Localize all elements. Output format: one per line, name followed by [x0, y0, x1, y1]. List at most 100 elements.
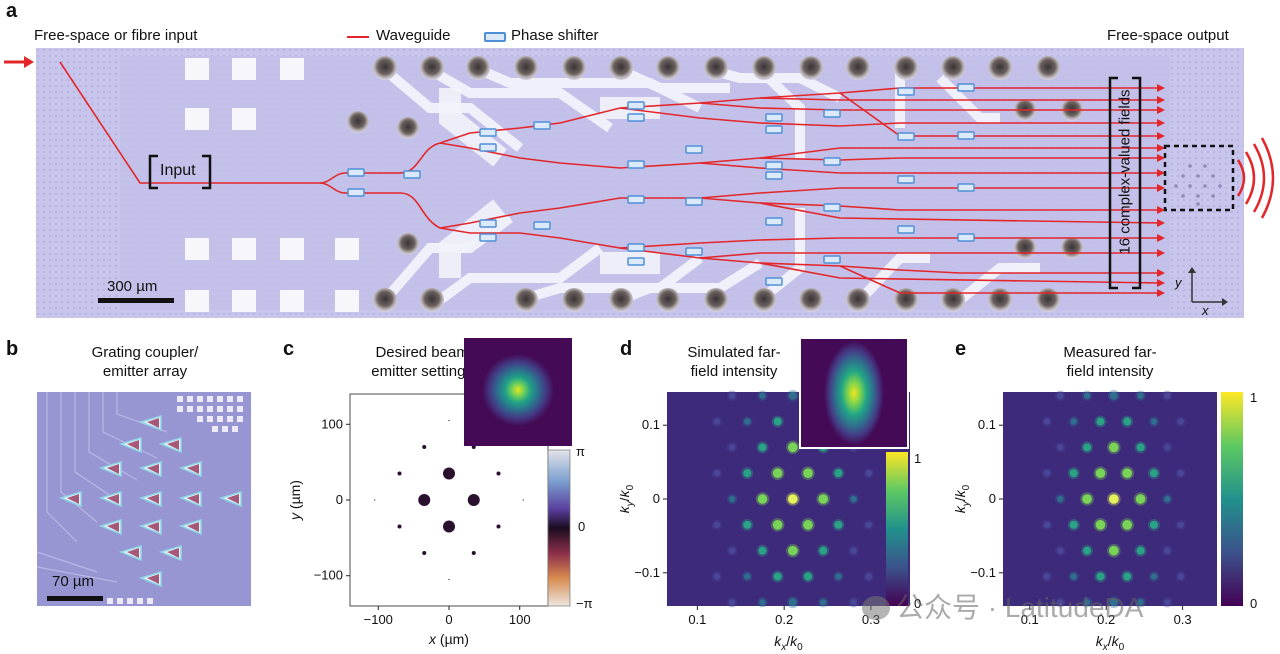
e-spot: [1164, 444, 1171, 451]
scale-bar-a-label: 300 µm: [107, 278, 158, 295]
input-bracket: [148, 154, 212, 190]
wechat-icon: [862, 596, 890, 620]
e-spot: [1137, 599, 1144, 606]
input-box-label: Input: [160, 162, 196, 179]
scale-bar-b-line: [47, 596, 103, 601]
e-spot: [1057, 495, 1064, 503]
c-emitter-point: [467, 494, 480, 506]
c-emitter-point: [397, 524, 402, 529]
c-emitter-point: [374, 499, 376, 501]
simulated-colorbar-bottom: 0: [914, 596, 922, 611]
c-emitter-point: [471, 551, 476, 555]
panel-a-letter: a: [6, 0, 18, 22]
e-xtick-label: 0.2: [1097, 612, 1115, 627]
e-spot: [1083, 443, 1092, 452]
c-ytick-label: 100: [321, 416, 343, 431]
d-spot: [728, 495, 736, 503]
d-spot: [713, 573, 721, 580]
emitter-array-micrograph: [37, 392, 251, 606]
e-spot: [1177, 521, 1184, 529]
e-spot: [1096, 572, 1105, 581]
e-spot: [1095, 520, 1106, 530]
e-spot: [1057, 392, 1064, 399]
e-spot: [1043, 573, 1051, 580]
output-arrows: [1157, 84, 1165, 297]
d-xtick-label: 0.1: [688, 612, 706, 627]
e-xtick-label: 0.3: [1174, 612, 1192, 627]
chip-photo: [4, 48, 1275, 318]
d-spot: [788, 391, 797, 400]
e-spot: [1109, 391, 1118, 400]
d-spot: [788, 598, 797, 607]
measured-colorbar-bottom: 0: [1250, 596, 1258, 611]
d-xtick-label: 0.2: [775, 612, 793, 627]
c-emitter-point: [496, 524, 501, 529]
d-spot: [744, 573, 751, 580]
e-spot: [1057, 547, 1064, 554]
d-xlabel: kx/k0: [774, 633, 803, 653]
e-spot: [1164, 392, 1171, 399]
d-spot: [713, 521, 721, 529]
e-spot: [1096, 417, 1105, 426]
c-emitter-point: [522, 499, 524, 501]
c-xtick-label: 100: [509, 612, 531, 627]
axis-y-label: y: [1175, 275, 1182, 290]
c-emitter-point: [448, 578, 450, 581]
phase-colorbar-top: π: [576, 444, 585, 459]
e-spot: [1043, 521, 1051, 529]
e-spot: [1109, 545, 1119, 556]
e-spot: [1149, 469, 1158, 478]
fields-label: 16 complex-valued fields: [1116, 89, 1134, 255]
panel-e-title: Measured far- field intensity: [1030, 343, 1190, 381]
e-spot: [1109, 598, 1118, 607]
e-spot: [1136, 546, 1145, 555]
d-spot: [728, 547, 736, 554]
e-xtick-label: 0.1: [1021, 612, 1039, 627]
d-spot: [819, 546, 828, 555]
bond-pads-top: [347, 56, 1083, 139]
d-spot: [773, 572, 782, 581]
d-ylabel: ky/k0: [620, 484, 636, 513]
d-spot: [834, 469, 843, 478]
d-spot: [788, 494, 798, 504]
d-spot: [772, 468, 783, 478]
d-spot: [757, 494, 768, 504]
waveguide-tree: [59, 61, 1161, 294]
e-ytick-label: 0: [989, 491, 996, 506]
d-spot: [803, 520, 813, 530]
c-emitter-point: [448, 419, 450, 422]
panel-b-letter: b: [6, 338, 19, 360]
d-spot: [803, 468, 813, 478]
e-spot: [1083, 546, 1092, 555]
d-spot: [728, 444, 736, 451]
d-spot: [728, 599, 736, 606]
e-spot: [1083, 599, 1091, 606]
d-spot: [835, 573, 842, 580]
panel-c-title-line2: emitter settings: [371, 363, 473, 380]
d-spot: [758, 546, 767, 555]
input-label: Free-space or fibre input: [34, 27, 198, 44]
panel-b-title: Grating coupler/ emitter array: [40, 343, 250, 381]
e-ytick-label: −0.1: [970, 565, 996, 580]
legend-phase-shifter-swatch: [484, 32, 506, 42]
e-spot: [1136, 443, 1145, 452]
d-spot: [850, 495, 857, 503]
phase-colorbar: [547, 449, 571, 607]
d-spot: [850, 599, 857, 606]
c-ylabel: y (µm): [287, 480, 303, 521]
d-spot: [788, 442, 798, 453]
emitter-array-box: [1163, 144, 1235, 212]
scale-bar-a-line: [98, 298, 174, 303]
panel-e-letter: e: [955, 338, 967, 360]
d-spot: [865, 469, 872, 477]
d-spot: [759, 599, 766, 606]
output-label: Free-space output: [1107, 27, 1229, 44]
phase-colorbar-bottom: −π: [576, 596, 593, 611]
e-spot: [1057, 444, 1064, 451]
c-emitter-point: [397, 471, 402, 476]
c-emitter-point: [496, 471, 501, 476]
e-spot: [1043, 469, 1051, 477]
desired-beam-spot: [482, 354, 554, 426]
e-ytick-label: 0.1: [978, 417, 996, 432]
